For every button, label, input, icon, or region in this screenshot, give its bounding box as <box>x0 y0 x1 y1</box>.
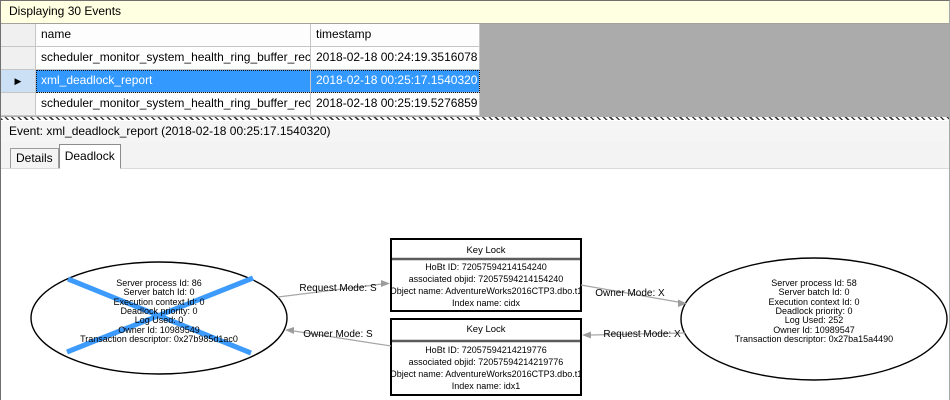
cell-timestamp[interactable]: 2018-02-18 00:25:17.1540320 <box>311 70 480 93</box>
lock-line: Index name: cidx <box>452 298 521 308</box>
grid-header-row: name timestamp <box>1 24 480 47</box>
edge-label: Request Mode: S <box>299 283 377 294</box>
process-node-survivor[interactable]: Server process Id: 58 Server batch Id: 0… <box>680 257 948 381</box>
events-grid: name timestamp scheduler_monitor_system_… <box>1 24 949 117</box>
edge-label: Request Mode: X <box>603 329 681 340</box>
edge-line <box>590 332 686 336</box>
process-line: Owner Id: 10989547 <box>773 325 855 335</box>
row-selector-cell[interactable]: ▶ <box>1 70 36 93</box>
edge-line <box>580 284 679 303</box>
process-line: Server process Id: 58 <box>771 278 857 288</box>
lock-title: Key Lock <box>466 245 505 256</box>
arrowhead-left-icon <box>285 327 294 334</box>
current-row-arrow-icon: ▶ <box>14 76 22 86</box>
tab-strip: Details Deadlock <box>1 142 949 169</box>
cell-name[interactable]: scheduler_monitor_system_health_ring_buf… <box>36 93 311 116</box>
edge-line <box>293 330 392 347</box>
lock-line: Index name: idx1 <box>452 381 521 391</box>
tab-details[interactable]: Details <box>10 148 59 168</box>
process-line: Execution context Id: 0 <box>768 297 859 307</box>
survivor-process-ellipse[interactable] <box>680 257 948 381</box>
lock-box[interactable] <box>390 238 582 312</box>
lock-node-cidx[interactable]: Key Lock HoBt ID: 72057594214154240 asso… <box>390 238 582 312</box>
process-line: Deadlock priority: 0 <box>775 306 852 316</box>
column-header-timestamp[interactable]: timestamp <box>311 24 480 47</box>
edge-request-x: Request Mode: X <box>582 329 686 340</box>
row-selector-cell[interactable] <box>1 93 36 116</box>
lock-line: associated objid: 72057594214219776 <box>409 357 564 367</box>
arrowhead-right-icon <box>381 280 390 287</box>
edge-owner-s: Owner Mode: S <box>285 327 392 347</box>
column-header-name[interactable]: name <box>36 24 311 47</box>
lock-line: Object name: AdventureWorks2016CTP3.dbo.… <box>390 369 582 379</box>
cell-timestamp[interactable]: 2018-02-18 00:25:19.5276859 <box>311 93 480 116</box>
victim-line: Transaction descriptor: 0x27b985d1ac0 <box>80 334 238 344</box>
process-node-victim[interactable]: Server process Id: 86 Server batch Id: 0… <box>30 261 288 375</box>
edge-label: Owner Mode: S <box>303 329 373 340</box>
edge-owner-x: Owner Mode: X <box>580 284 687 307</box>
victim-line: Owner Id: 10989549 <box>118 325 200 335</box>
lock-node-idx1[interactable]: Key Lock HoBt ID: 72057594214219776 asso… <box>390 318 582 396</box>
process-line: Transaction descriptor: 0x27ba15a4490 <box>735 334 893 344</box>
arrowhead-right-icon <box>678 299 687 307</box>
process-line: Log Used: 252 <box>785 315 844 325</box>
lock-line: HoBt ID: 72057594214219776 <box>425 345 547 355</box>
table-row[interactable]: scheduler_monitor_system_health_ring_buf… <box>1 47 480 70</box>
lock-line: Object name: AdventureWorks2016CTP3.dbo.… <box>390 286 582 296</box>
edge-label: Owner Mode: X <box>595 288 665 299</box>
victim-line: Server batch Id: 0 <box>123 287 194 297</box>
pane-splitter[interactable] <box>1 117 949 121</box>
deadlock-graph: Server process Id: 86 Server batch Id: 0… <box>30 238 948 396</box>
lock-line: associated objid: 72057594214154240 <box>409 274 564 284</box>
table-row[interactable]: scheduler_monitor_system_health_ring_buf… <box>1 93 480 116</box>
arrowhead-left-icon <box>582 331 591 339</box>
victim-cross-icon <box>66 275 254 355</box>
event-caption: Event: xml_deadlock_report (2018-02-18 0… <box>1 121 949 142</box>
victim-line: Execution context Id: 0 <box>113 297 204 307</box>
tab-deadlock[interactable]: Deadlock <box>58 144 121 169</box>
row-selector-cell[interactable] <box>1 47 36 70</box>
edge-line <box>277 283 383 298</box>
lock-line: HoBt ID: 72057594214154240 <box>425 262 547 272</box>
events-count-banner: Displaying 30 Events <box>1 1 949 24</box>
deadlock-tab-page: Server process Id: 86 Server batch Id: 0… <box>1 169 949 400</box>
victim-line: Deadlock priority: 0 <box>120 306 197 316</box>
cell-name[interactable]: scheduler_monitor_system_health_ring_buf… <box>36 47 311 70</box>
cell-timestamp[interactable]: 2018-02-18 00:24:19.3516078 <box>311 47 480 70</box>
process-line: Server batch Id: 0 <box>778 287 849 297</box>
edge-request-s: Request Mode: S <box>277 280 390 298</box>
victim-line: Log Used: 0 <box>135 315 184 325</box>
lock-box[interactable] <box>390 318 582 396</box>
row-selector-header <box>1 24 36 47</box>
table-row-selected[interactable]: ▶ xml_deadlock_report 2018-02-18 00:25:1… <box>1 70 480 93</box>
cell-name[interactable]: xml_deadlock_report <box>36 70 311 93</box>
events-grid-table: name timestamp scheduler_monitor_system_… <box>1 24 480 116</box>
victim-line: Server process Id: 86 <box>116 278 202 288</box>
lock-title: Key Lock <box>466 324 505 335</box>
